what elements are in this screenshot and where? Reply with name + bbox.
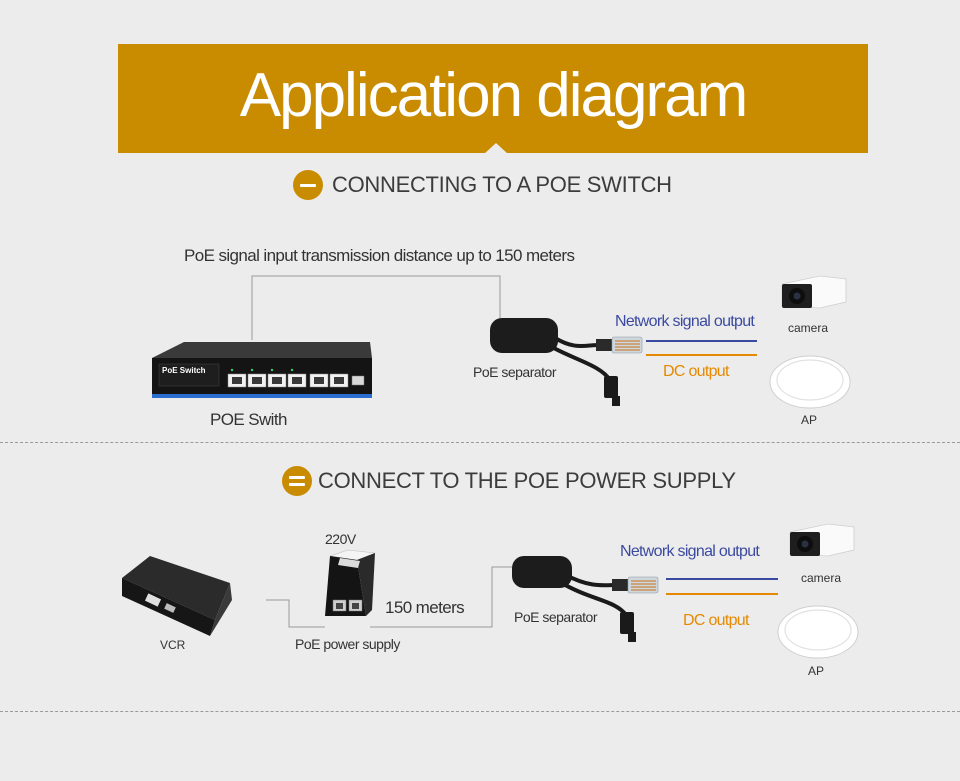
connector-lines	[251, 275, 512, 628]
camera-device	[781, 275, 847, 309]
camera-caption: camera	[801, 571, 842, 585]
dc-output-label: DC output	[683, 612, 749, 629]
vcr-caption: VCR	[160, 638, 186, 652]
switch-face-label: PoE Switch	[162, 366, 206, 375]
section1-title: CONNECTING TO A POE SWITCH	[332, 172, 672, 197]
menu-icon	[282, 466, 312, 496]
distance-note: PoE signal input transmission distance u…	[184, 246, 575, 265]
page-title: Application diagram	[239, 61, 749, 130]
voltage-label: 220V	[325, 531, 356, 547]
ap-caption: AP	[801, 413, 818, 427]
power-supply-caption: PoE power supply	[295, 636, 400, 652]
distance-label: 150 meters	[385, 598, 465, 617]
title-banner	[118, 44, 868, 153]
poe-power-supply-device	[325, 549, 376, 616]
separator-caption: PoE separator	[473, 364, 557, 380]
poe-separator-device	[512, 556, 659, 642]
vcr-device	[122, 556, 232, 636]
poe-switch-device	[152, 342, 372, 398]
switch-caption: POE Swith	[210, 410, 287, 429]
banner-notch	[484, 143, 508, 154]
network-signal-label: Network signal output	[620, 543, 760, 560]
section-divider	[0, 711, 960, 712]
separator-caption: PoE separator	[514, 609, 598, 625]
ap-device	[769, 355, 851, 409]
camera-caption: camera	[788, 321, 829, 335]
ap-device	[777, 605, 859, 659]
camera-device	[789, 523, 855, 557]
network-signal-label: Network signal output	[615, 313, 755, 330]
ap-caption: AP	[808, 664, 825, 678]
section-divider	[0, 442, 960, 443]
minus-icon	[293, 170, 323, 200]
section2-title: CONNECT TO THE POE POWER SUPPLY	[318, 468, 736, 493]
dc-output-label: DC output	[663, 363, 729, 380]
poe-separator-device	[490, 318, 643, 406]
